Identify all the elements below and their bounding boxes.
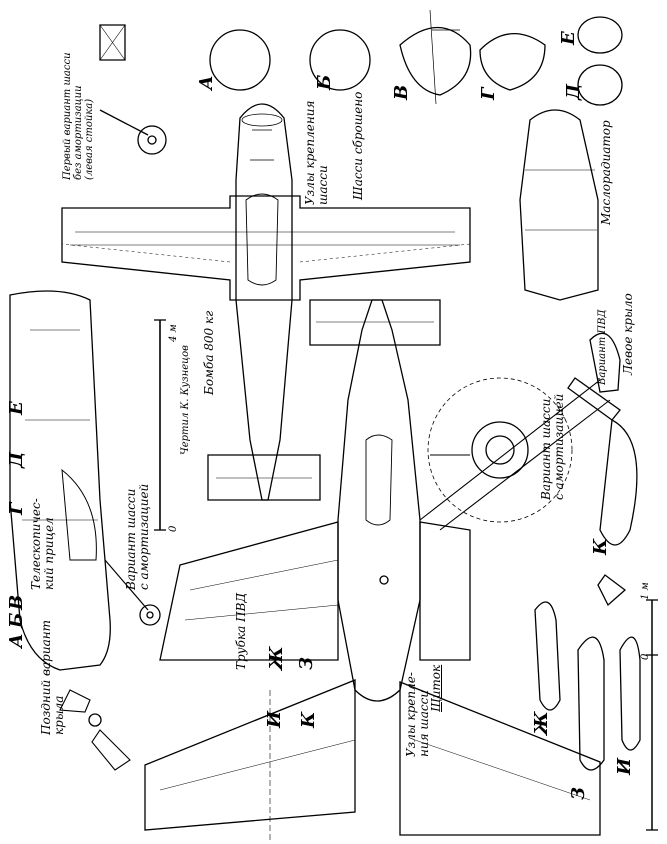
bottom-view-lower [159,299,471,702]
section-letter-a-top: А [196,75,217,90]
label-early-gear: Первый вариант шасси без амортизации (ле… [62,52,95,180]
top-scale [154,319,166,531]
pitot-and-wing-tip [589,332,638,546]
section-letter-a-side: А [6,633,27,648]
section-letter-z-profile: З [568,787,589,800]
section-letter-g-side: Г [6,502,27,515]
section-letter-k: К [298,711,319,728]
section-letter-zh: Ж [266,646,287,670]
side-view [9,290,161,771]
section-letter-d-side: Д [6,451,27,468]
label-draft-by: Чертил К. Кузнецов [180,345,191,455]
section-letter-v-top: В [391,84,412,100]
bottom-scale-max: 1 м [640,582,651,600]
label-left-wing: Левое крыло [621,293,635,375]
section-letter-e-side: Е [6,401,27,415]
label-gear-mounts-bottom: Узлы крепле- ния шасси [404,672,431,757]
section-letter-b-top: Б [314,74,335,90]
section-letter-zh-profile: Ж [531,711,552,735]
top-scale-zero: 0 [168,525,179,532]
section-letter-i: И [264,710,285,728]
early-gear-sketch [99,24,167,155]
bottom-scale [646,599,658,831]
label-gear-dropped: Шасси сброшено [351,91,365,200]
section-letter-g-top: Г [478,87,499,100]
label-pitot-tube: Трубка ПВД [234,592,248,670]
section-letter-d-top: Д [563,83,584,100]
label-late-wing: Поздний вариант крыла [39,619,66,735]
wing-section-profiles [534,574,641,771]
top-view-upper [61,103,471,501]
label-gear-mounts-top: Узлы крепления шасси [303,100,330,205]
section-letter-z: З [296,657,317,670]
engine-detail [519,109,599,301]
label-gear-with-shock-side: Вариант шасси с амортизацией [124,483,151,590]
bottom-scale-zero: 0 [640,653,651,660]
top-scale-max: 4 м [168,324,179,342]
section-letter-i-profile: И [614,757,635,775]
front-view [419,377,621,531]
label-pvd-variant: Вариант ПВД [597,309,608,385]
label-bomb: Бомба 800 кг [202,310,216,395]
label-gear-with-shock-front: Вариант шасси с амортизацией [539,393,566,500]
section-letter-b-side: Б [6,612,27,628]
section-letter-e-top: Е [558,31,579,45]
section-letter-v-side: В [6,594,27,610]
section-letter-k-profile: К [590,538,611,555]
section-profiles [209,9,623,106]
label-oil-radiator: Маслорадиатор [599,120,613,225]
late-wing-variant [144,679,601,840]
label-flap: Щиток [429,664,443,712]
label-telescopic-sight: Телескопичес- кий прицел [29,498,56,590]
